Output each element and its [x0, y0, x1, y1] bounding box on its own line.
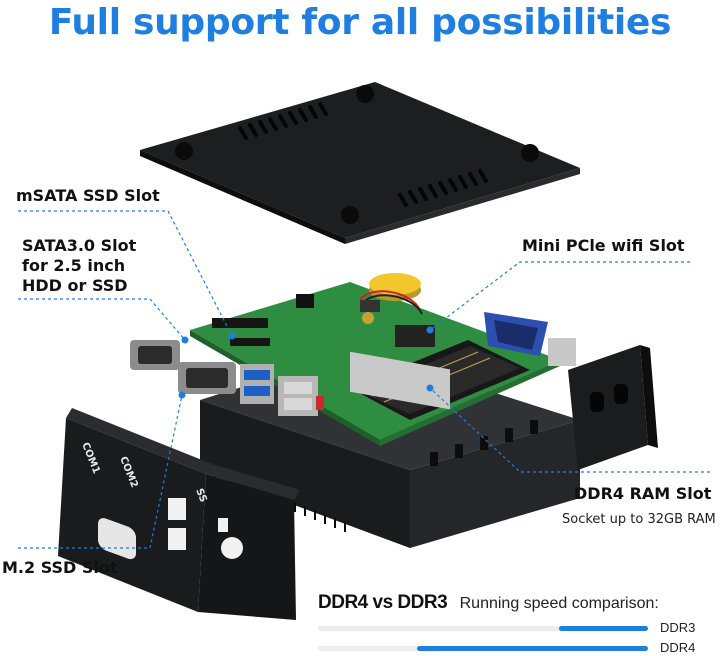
- msata-slot-label: mSATA SSD Slot: [16, 186, 160, 205]
- page-title: Full support for all possibilities: [48, 2, 672, 43]
- callout-lines: [18, 210, 710, 549]
- sata-slot-label-line2: for 2.5 inch: [22, 256, 126, 275]
- speed-bar-label: DDR3: [660, 620, 696, 635]
- comparison-subtitle: Running speed comparison:: [459, 595, 659, 612]
- speed-bar-ddr3: DDR3: [318, 620, 710, 636]
- comparison-heading: DDR4 vs DDR3 Running speed comparison:: [318, 592, 659, 614]
- speed-bar-fill: [417, 646, 648, 651]
- speed-bar-label: DDR4: [660, 640, 696, 655]
- sata-slot-label-line1: SATA3.0 Slot: [22, 236, 137, 255]
- sata-slot-label-line3: HDD or SSD: [22, 276, 128, 295]
- ddr4-slot-sublabel: Socket up to 32GB RAM: [562, 512, 716, 527]
- ddr4-slot-label: DDR4 RAM Slot: [574, 484, 712, 503]
- comparison-title: DDR4 vs DDR3: [318, 592, 448, 613]
- speed-bar-fill: [558, 626, 648, 631]
- rear-ports: [130, 312, 576, 416]
- speed-bar-track: [318, 626, 648, 631]
- front-panel-bracket: COM1 COM2 SS: [58, 408, 300, 620]
- minipcie-slot-label: Mini PCle wifi Slot: [522, 236, 685, 255]
- speed-bar-track: [318, 646, 648, 651]
- speed-bar-ddr4: DDR4: [318, 640, 710, 656]
- ss-text: SS: [193, 487, 208, 504]
- callout-dots: [178, 326, 434, 399]
- top-lid: [140, 82, 580, 244]
- m2-slot-label: M.2 SSD Slot: [2, 558, 118, 577]
- right-side-bracket: [568, 345, 658, 470]
